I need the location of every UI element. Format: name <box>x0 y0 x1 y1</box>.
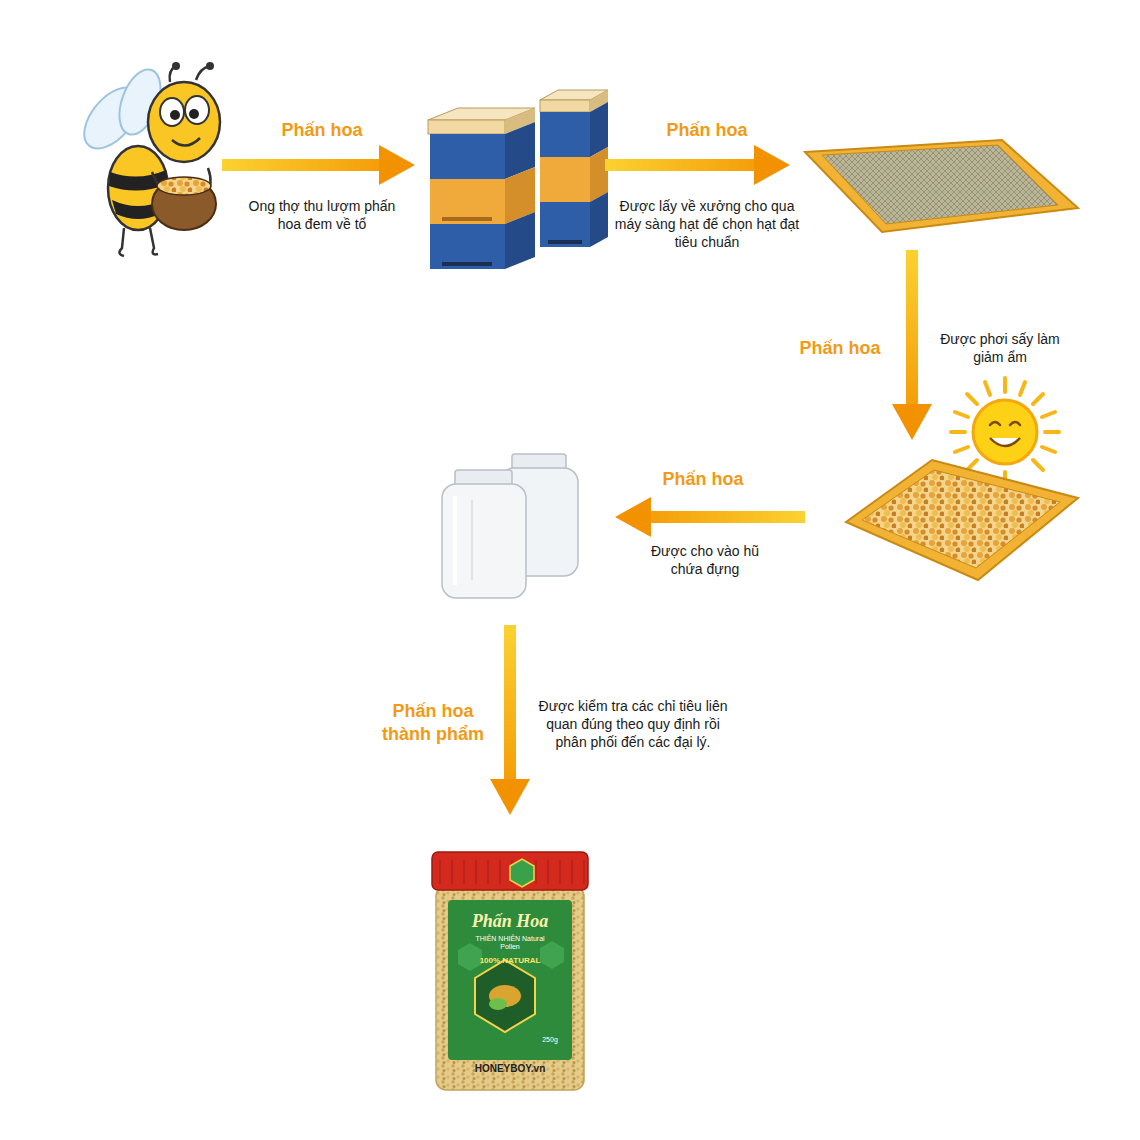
product-jar: Phấn HoaTHIÊN NHIÊN Natural Pollen 100% N… <box>425 825 595 1095</box>
label-hexagon <box>540 941 564 969</box>
hive-entrance <box>442 262 492 266</box>
jar-edge <box>471 500 473 580</box>
flow-arrow <box>645 511 805 523</box>
hive-entrance <box>442 217 492 221</box>
bee-pupil <box>189 109 199 119</box>
bee-figure <box>78 65 212 260</box>
label-hexagon <box>458 943 482 971</box>
hive-side <box>590 192 608 247</box>
edge-label: Phấn hoa <box>643 468 763 491</box>
step-description: Được lấy về xưởng cho qua máy sàng hạt đ… <box>610 197 805 252</box>
flow-arrow <box>906 250 918 410</box>
bee-eye <box>185 96 209 124</box>
sun-ray <box>1033 460 1043 470</box>
tray-frame <box>846 460 1078 580</box>
bee-eye <box>160 98 184 126</box>
hive-lid <box>428 120 505 134</box>
bee-pupil <box>170 110 180 120</box>
flow-arrow <box>504 625 516 785</box>
hive-box <box>540 157 590 202</box>
sun-ray <box>951 430 965 434</box>
product-subtitle: THIÊN NHIÊN Natural Pollen <box>470 935 550 951</box>
step-description: Ong thợ thu lượm phấn hoa đem về tổ <box>247 197 397 233</box>
drying-pollen <box>862 470 1060 568</box>
sun-ray <box>1003 378 1007 392</box>
step-description: Được phơi sấy làm giảm ẩm <box>940 330 1060 366</box>
brand-name: HONEYBOY.vn <box>460 1063 560 1075</box>
hive-box <box>540 112 590 157</box>
sun-ray <box>955 412 968 417</box>
sun-disc <box>973 400 1037 464</box>
sun-smile <box>990 438 1020 446</box>
hive-box <box>430 179 505 224</box>
jar-label <box>448 900 572 1060</box>
jar-body <box>442 484 526 598</box>
edge-label: Phấn hoa thành phẩm <box>378 700 488 745</box>
beehive-illustration <box>428 90 608 269</box>
edge-label: Phấn hoa <box>780 337 900 360</box>
empty-jars-illustration <box>442 454 578 598</box>
hive-box <box>430 224 505 269</box>
jar-lid <box>432 852 588 890</box>
hive-entrance <box>548 240 582 244</box>
flow-arrow <box>605 159 760 171</box>
drying-tray-illustration <box>846 460 1078 580</box>
sun-eyes <box>990 422 1020 425</box>
sieve-tray-illustration <box>805 140 1078 232</box>
bee-illustration <box>74 62 220 256</box>
sun-ray <box>1042 412 1055 417</box>
tray-mesh <box>822 145 1058 224</box>
label-leaf <box>489 998 507 1010</box>
sun-ray <box>1045 430 1059 434</box>
natural-badge: 100% NATURAL <box>465 956 555 965</box>
step-description: Được cho vào hũ chứa đựng <box>635 542 775 578</box>
step-description: Được kiểm tra các chỉ tiêu liên quan đún… <box>533 697 733 752</box>
sieve-tray-figure <box>800 138 1078 240</box>
pollen-pot <box>152 178 216 230</box>
sun-ray <box>985 382 990 395</box>
sun-ray <box>1033 394 1043 404</box>
sun-ray <box>1042 447 1055 452</box>
empty-jars-figure <box>440 450 605 615</box>
edge-label: Phấn hoa <box>262 119 382 142</box>
pollen-in-pot <box>157 177 211 195</box>
bee-antenna-tip <box>206 62 214 70</box>
sun-ray <box>967 394 977 404</box>
flow-arrow <box>222 159 385 171</box>
hive-side <box>505 212 535 269</box>
lid-badge <box>510 859 534 887</box>
brand-title: Phấn Hoa <box>450 911 570 932</box>
hive-lid <box>540 100 590 112</box>
bee-antenna-tip <box>172 62 180 70</box>
bee-leg <box>119 228 158 256</box>
tray-frame <box>805 140 1078 232</box>
hive-box <box>540 202 590 247</box>
jar-body <box>436 886 584 1090</box>
sun-ray <box>1020 382 1025 395</box>
bee-head <box>148 82 220 162</box>
edge-label: Phấn hoa <box>647 119 767 142</box>
drying-tray-figure <box>815 450 1077 580</box>
jar-shine <box>453 496 457 585</box>
net-weight: 250g <box>533 1036 567 1044</box>
hive-box <box>430 134 505 179</box>
bee-smile <box>172 138 200 146</box>
sun-ray <box>955 447 968 452</box>
product-jar-illustration <box>432 852 588 1090</box>
label-photo-frame <box>475 960 535 1032</box>
beehive-figure <box>425 80 595 275</box>
